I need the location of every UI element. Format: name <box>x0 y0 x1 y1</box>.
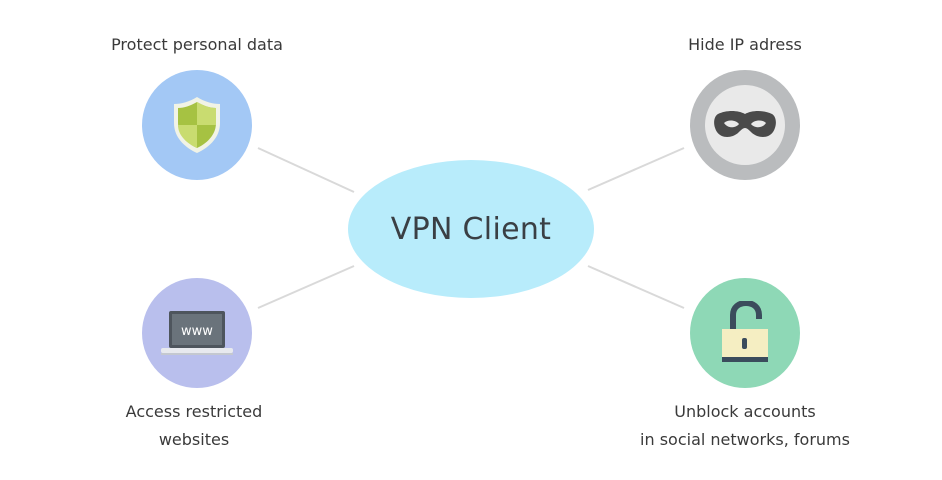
caption-unblock: Unblock accounts in social networks, for… <box>620 398 870 454</box>
laptop-screen-text: www <box>181 324 213 339</box>
caption-protect-line-1: Protect personal data <box>111 35 283 54</box>
caption-access: Access restricted websites <box>94 398 294 454</box>
caption-access-line-1: Access restricted <box>125 402 263 421</box>
connector-access <box>257 265 355 309</box>
node-access: www <box>142 278 252 388</box>
caption-protect: Protect personal data <box>97 31 297 59</box>
caption-hide-ip-line-1: Hide IP adress <box>688 35 802 54</box>
open-padlock-icon <box>722 301 768 362</box>
caption-hide-ip: Hide IP adress <box>645 31 845 59</box>
caption-unblock-line-2: in social networks, forums <box>640 430 850 449</box>
connector-hide-ip <box>587 147 685 191</box>
laptop-www-icon: www <box>161 311 233 355</box>
caption-access-line-2: websites <box>158 430 230 449</box>
node-protect <box>142 70 252 180</box>
shield-icon <box>174 97 220 153</box>
node-unblock <box>690 278 800 388</box>
mask-icon <box>714 111 776 137</box>
mask-icon-backdrop <box>705 85 785 165</box>
caption-unblock-line-1: Unblock accounts <box>674 402 816 421</box>
node-hide-ip <box>690 70 800 180</box>
connector-unblock <box>587 265 685 309</box>
connector-protect <box>257 147 355 193</box>
center-label: VPN Client <box>390 211 552 247</box>
center-node: VPN Client <box>348 160 594 298</box>
